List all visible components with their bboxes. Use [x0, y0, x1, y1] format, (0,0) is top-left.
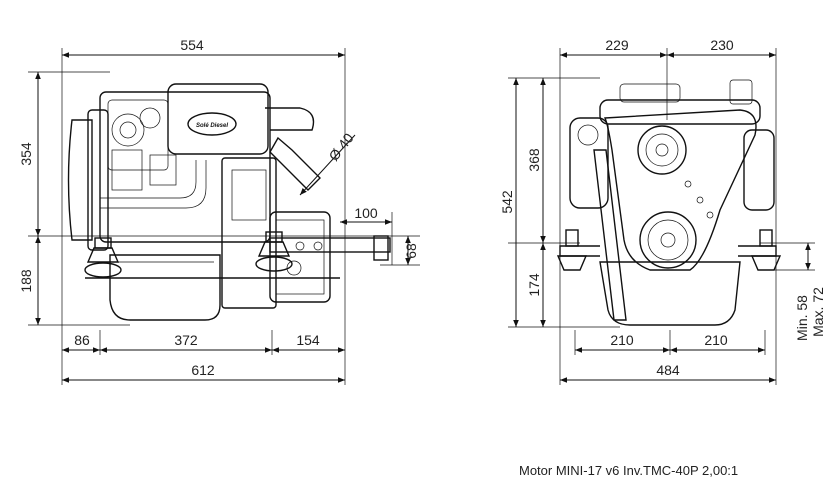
drawing-caption: Motor MINI-17 v6 Inv.TMC-40P 2,00:1 — [519, 463, 739, 478]
front-mount — [84, 237, 122, 278]
dim-text-210-right: 210 — [704, 332, 728, 348]
dim-text-354: 354 — [18, 142, 34, 166]
dim-text-d40: Ø 40 — [325, 130, 356, 164]
dim-line-d40 — [299, 134, 356, 196]
dim-text-174: 174 — [526, 273, 542, 297]
dim-text-542: 542 — [499, 190, 515, 214]
dim-text-230: 230 — [710, 37, 734, 53]
front-view: 229 230 542 368 174 210 210 484 Min. 58 … — [499, 37, 826, 385]
side-view: 554 354 188 86 372 154 612 100 68 Ø 40 S… — [18, 37, 420, 385]
dim-text-68: 68 — [403, 243, 419, 259]
rear-mount — [255, 231, 293, 272]
brand-logo-text: Solé Diesel — [196, 123, 228, 129]
dim-text-100: 100 — [354, 205, 378, 221]
dim-text-154: 154 — [296, 332, 320, 348]
dim-text-554: 554 — [180, 37, 204, 53]
dim-text-86: 86 — [74, 332, 90, 348]
dim-text-210-left: 210 — [610, 332, 634, 348]
dim-text-484: 484 — [656, 362, 680, 378]
engine-side-drawing: Solé Diesel — [67, 83, 391, 321]
left-mount — [556, 229, 600, 271]
dim-text-max: Max. 72 — [810, 287, 826, 337]
dim-text-372: 372 — [174, 332, 198, 348]
dim-text-min: Min. 58 — [794, 295, 810, 341]
dim-text-188: 188 — [18, 269, 34, 293]
brand-logo — [187, 112, 237, 136]
right-mount — [738, 229, 782, 271]
engine-front-drawing — [556, 79, 782, 326]
dim-text-368: 368 — [526, 148, 542, 172]
dim-text-229: 229 — [605, 37, 629, 53]
dim-text-612: 612 — [191, 362, 215, 378]
